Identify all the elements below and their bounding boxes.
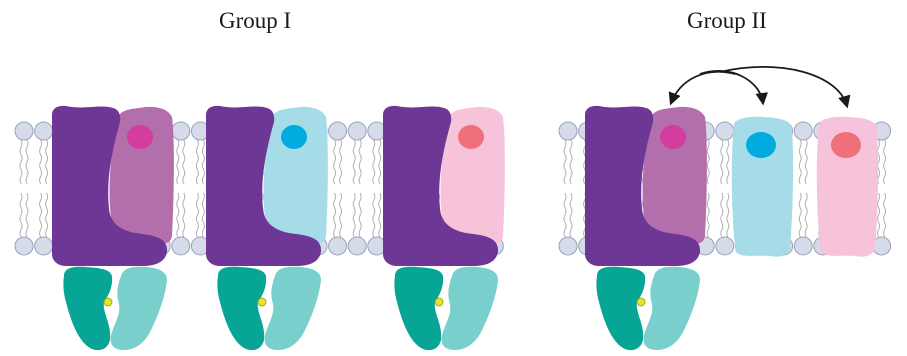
lipid-tail [334,193,336,237]
lipid-tail [359,193,361,237]
nucleotide-dot [104,298,112,306]
lipid-head [329,122,347,140]
lipid-head [559,122,577,140]
lipid-head [348,122,366,140]
ligand-dot [281,125,307,149]
lipid-tail [359,140,361,184]
lipid-tail [196,193,198,237]
ligand-dot [746,132,776,158]
nbd-light-domain [111,267,167,350]
lipid-tail [340,193,342,237]
lipid-tail [373,193,375,237]
lipid-tail [40,193,42,237]
lipid-head [716,237,734,255]
nbd-light-domain [644,267,700,350]
nucleotide-dot [435,298,443,306]
lipid-tail [46,193,48,237]
nbd-dark-domain [63,267,112,350]
lipid-tail [805,140,807,184]
lipid-head [329,237,347,255]
lipid-tail [564,140,566,184]
lipid-tail [334,140,336,184]
lipid-tail [727,140,729,184]
group-ii-free-subunit-pink [817,117,878,257]
lipid-tail [379,193,381,237]
lipid-tail [46,140,48,184]
lipid-tail [379,140,381,184]
lipid-tail [353,193,355,237]
lipid-tail [570,140,572,184]
nbd-light-domain [442,267,498,350]
lipid-tail [878,193,880,237]
lipid-tail [564,193,566,237]
lipid-tail [183,140,185,184]
lipid-tail [721,193,723,237]
group-ii-free-subunit-blue [732,117,793,257]
nucleotide-dot [258,298,266,306]
lipid-tail [707,193,709,237]
group-i-complex-2 [206,106,328,350]
group-ii-complex [585,106,707,350]
nbd-dark-domain [217,267,266,350]
lipid-head [15,237,33,255]
lipid-tail [177,140,179,184]
lipid-tail [196,140,198,184]
lipid-head [716,122,734,140]
lipid-tail [727,193,729,237]
lipid-tail [20,140,22,184]
lipid-tail [721,140,723,184]
lipid-tail [183,193,185,237]
lipid-tail [884,140,886,184]
lipid-tail [707,140,709,184]
lipid-head [794,237,812,255]
lipid-tail [26,193,28,237]
ligand-dot [660,125,686,149]
lipid-tail [40,140,42,184]
exchange-arrow [671,72,735,103]
lipid-tail [805,193,807,237]
lipid-tail [340,140,342,184]
ligand-dot [831,132,861,158]
lipid-head [35,237,53,255]
lipid-head [794,122,812,140]
lipid-tail [884,193,886,237]
lipid-head [172,122,190,140]
nucleotide-dot [637,298,645,306]
exchange-arrow [720,67,847,106]
lipid-tail [799,140,801,184]
group-i-complex-3 [383,106,505,350]
lipid-tail [26,140,28,184]
lipid-head [35,122,53,140]
lipid-tail [202,140,204,184]
nbd-dark-domain [596,267,645,350]
lipid-tail [799,193,801,237]
nbd-light-domain [265,267,321,350]
lipid-tail [373,140,375,184]
group-i-complex-1 [52,106,174,350]
lipid-tail [570,193,572,237]
lipid-head [348,237,366,255]
nbd-dark-domain [394,267,443,350]
lipid-head [559,237,577,255]
lipid-tail [20,193,22,237]
lipid-tail [202,193,204,237]
lipid-head [15,122,33,140]
lipid-tail [353,140,355,184]
lipid-tail [177,193,179,237]
lipid-head [172,237,190,255]
exchange-arrow [700,71,763,103]
ligand-dot [458,125,484,149]
ligand-dot [127,125,153,149]
